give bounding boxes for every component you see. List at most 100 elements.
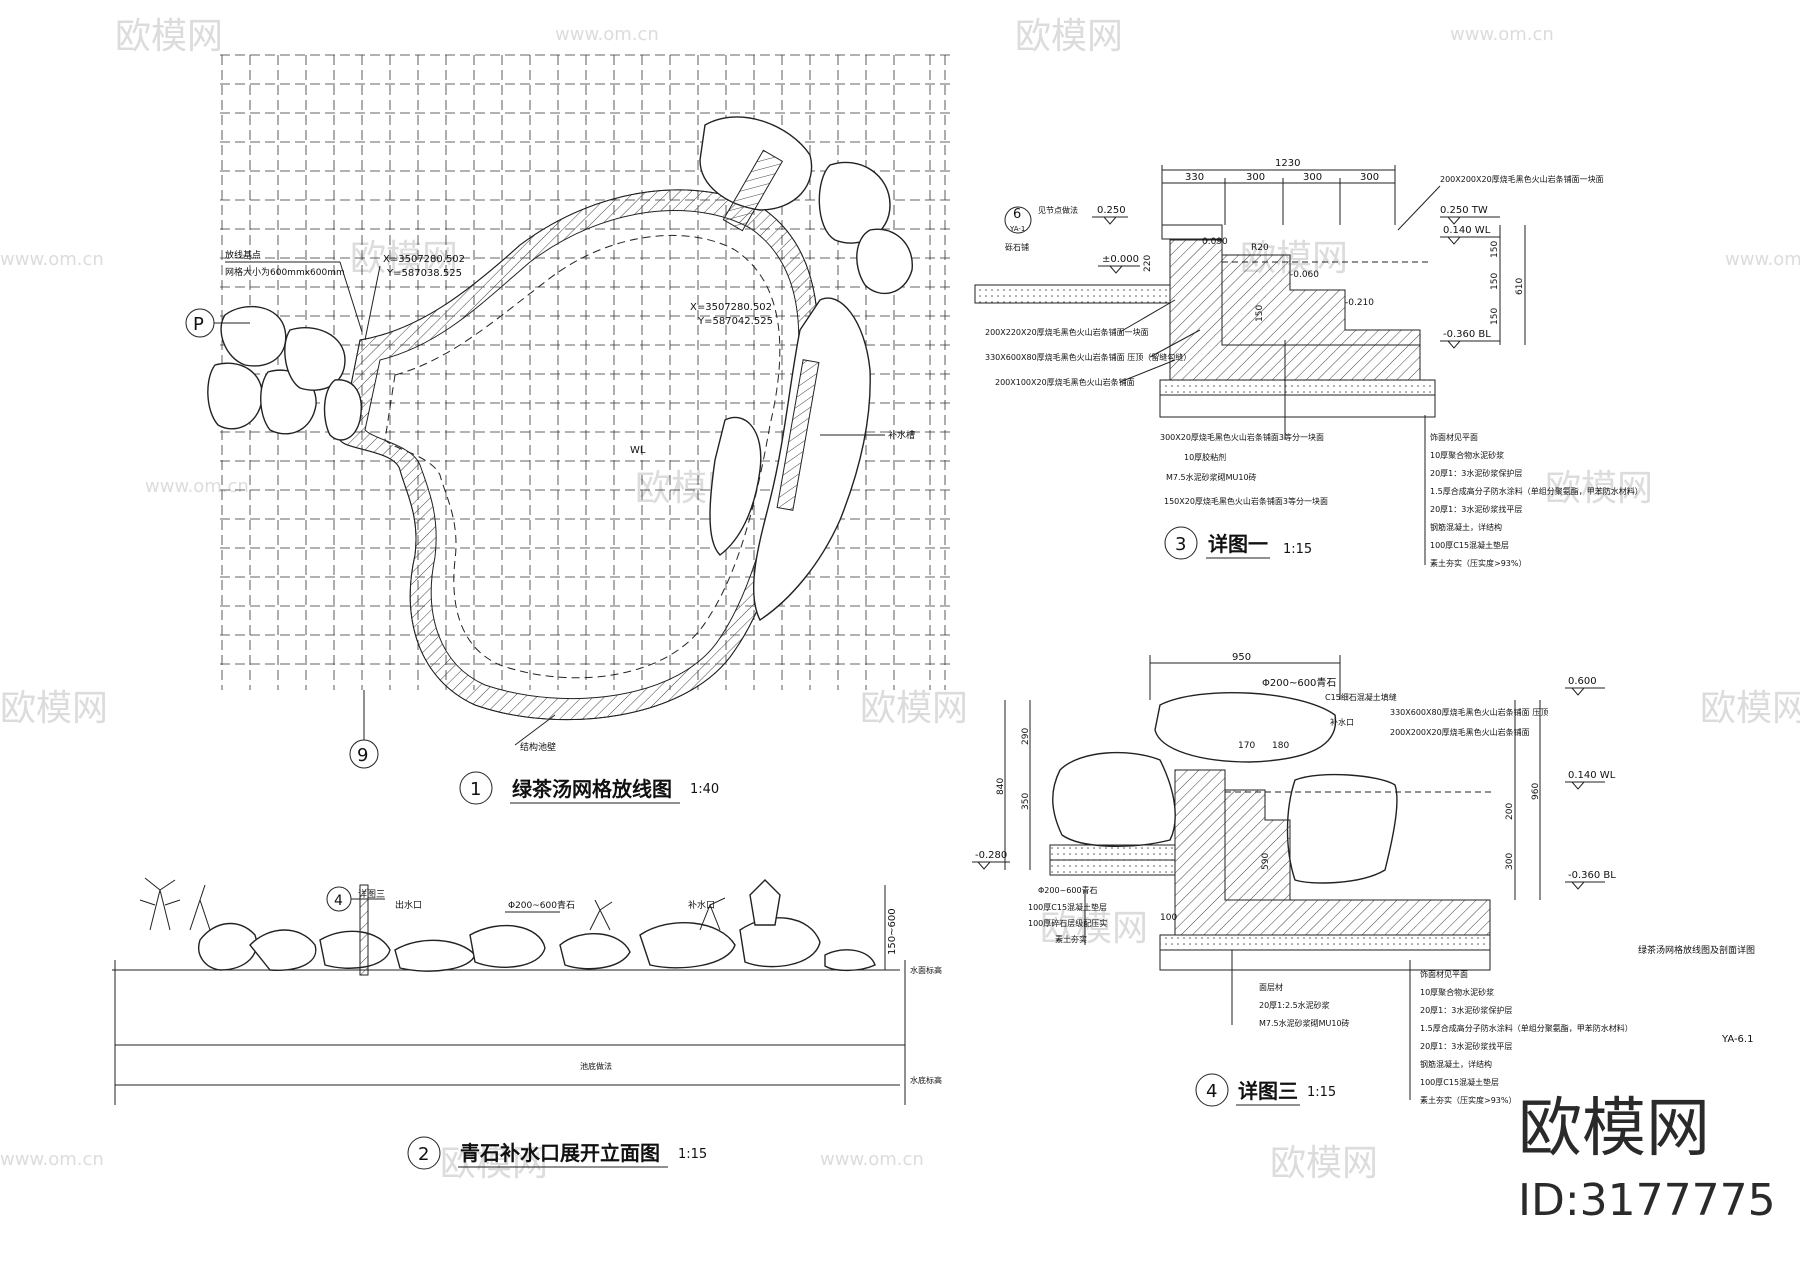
watermark-brand: 欧模网 [440, 1143, 548, 1184]
d3-elev-left: -0.280 [975, 850, 1007, 861]
view3-title: 详图一 [1208, 532, 1268, 556]
d3-elev-wl: 0.140 WL [1568, 770, 1616, 781]
elev-outlet: 出水口 [395, 899, 422, 911]
watermark-brand: 欧模网 [860, 688, 968, 729]
watermark-brand: 欧模网 [350, 238, 458, 279]
d3-label-left: 100厚C15混凝土垫层 [1028, 902, 1107, 912]
d3-label-left: 素土夯实 [1055, 934, 1087, 944]
d1-label-paving: 砾石铺 [1005, 242, 1029, 252]
view3-number: 3 [1175, 534, 1186, 555]
d1-label-h: 150X20厚烧毛黑色火山岩条铺面3等分一块面 [1164, 496, 1328, 506]
d1-dim-150: 150 [1255, 305, 1265, 322]
view4-scale: 1:15 [1307, 1085, 1336, 1100]
d1-dim-c: 300 [1303, 172, 1322, 183]
d3-label-c15: C15细石混凝土填缝 [1325, 692, 1397, 702]
watermark-url: www.om.cn [0, 249, 104, 270]
axis-p-label: P [193, 314, 204, 335]
d3-dim-top: 950 [1232, 652, 1251, 663]
d1-dim-r1: 150 [1490, 241, 1500, 258]
watermark-brand: 欧模网 [1040, 908, 1148, 949]
d1-label-d: 200X100X20厚烧毛黑色火山岩条铺面 [995, 377, 1135, 387]
coord1-y: Y=587038.525 [386, 268, 462, 279]
stamp-id: ID:3177775 [1518, 1175, 1776, 1226]
elev-callout-label: 详图三 [358, 888, 385, 900]
view1-number: 1 [470, 779, 481, 800]
note-grid: 网格大小为600mmx600mm [225, 266, 345, 278]
plan-view: P 9 X=3507280.502 Y=587038.525 X=3507280… [185, 54, 950, 805]
d3-dim-r2: 300 [1505, 853, 1515, 870]
elev-dim: 150~600 [887, 908, 898, 955]
note-inlet: 补水槽 [888, 429, 915, 441]
plan-stones [207, 116, 913, 622]
view3-scale: 1:15 [1283, 542, 1312, 557]
d3-label-mid: M7.5水泥砂浆砌MU10砖 [1259, 1018, 1350, 1028]
elev-inlet: 补水口 [688, 899, 715, 911]
d1-elev-ground: ±0.000 [1102, 254, 1139, 265]
d1-layer: 素土夯实（压实度>93%） [1430, 558, 1526, 568]
d3-elev-top: 0.600 [1568, 676, 1597, 687]
watermark-url: www.om.cn [1725, 249, 1800, 270]
d1-dim-a: 330 [1185, 172, 1204, 183]
d3-layer: 1.5厚合成高分子防水涂料（单组分聚氨酯，甲苯防水材料） [1420, 1023, 1633, 1033]
d1-dim-total: 1230 [1275, 158, 1300, 169]
note-origin: 放线基点 [225, 249, 261, 261]
d3-dim-m2: 180 [1272, 741, 1289, 751]
d3-dim-960: 960 [1531, 783, 1541, 800]
sheet-number: YA-6.1 [1721, 1034, 1753, 1045]
d3-label-cap: 330X600X80厚烧毛黑色火山岩条铺面 压顶 [1390, 707, 1548, 717]
d3-label-face: 200X200X20厚烧毛黑色火山岩条铺面 [1390, 727, 1530, 737]
d1-steps [1221, 254, 1421, 346]
d3-label-pipe: 补水口 [1330, 717, 1354, 727]
d1-layer: 1.5厚合成高分子防水涂料（单组分聚氨酯，甲苯防水材料） [1430, 486, 1643, 496]
d3-layer: 饰面材见平面 [1420, 969, 1468, 979]
d1-label-b: 200X220X20厚烧毛黑色火山岩条铺面一块面 [985, 327, 1149, 337]
plan-wl: WL [630, 445, 646, 456]
d1-dim-r2: 150 [1490, 273, 1500, 290]
d3-layer: 10厚聚合物水泥砂浆 [1420, 987, 1494, 997]
watermark-url: www.om.cn [0, 1149, 104, 1170]
watermark-url: www.om.cn [145, 476, 249, 497]
d1-dim-r3: 150 [1490, 308, 1500, 325]
view1-scale: 1:40 [690, 782, 719, 797]
coord2-x: X=3507280.502 [690, 302, 772, 313]
d1-label-g: M7.5水泥砂浆砌MU10砖 [1166, 472, 1257, 482]
note-wall: 结构池壁 [520, 741, 556, 753]
d1-layer: 饰面材见平面 [1430, 432, 1478, 442]
d3-dim-840: 840 [996, 778, 1006, 795]
d1-label-c: 330X600X80厚烧毛黑色火山岩条铺面 压顶（留缝勾缝） [985, 352, 1191, 362]
d1-elev-210: -0.210 [1345, 298, 1374, 308]
d1-elev-tw: 0.250 TW [1440, 205, 1488, 216]
detail3-view: 950 Φ200~600青石 C15细石混凝土填缝 330X600X80厚烧毛黑… [972, 652, 1633, 1107]
elev-callout-num: 4 [334, 893, 343, 909]
d1-layer: 100厚C15混凝土垫层 [1430, 540, 1509, 550]
watermark-layer: 欧模网 www.om.cn 欧模网 www.om.cn www.om.cn 欧模… [0, 16, 1800, 1184]
stamp-brand: 欧模网 [1518, 1092, 1710, 1166]
d1-layer: 20厚1：3水泥砂浆保护层 [1430, 468, 1522, 478]
d1-layer: 20厚1：3水泥砂浆找平层 [1430, 504, 1522, 514]
d3-label-left: 100厚碎石层级配压实 [1028, 918, 1107, 928]
view1-title: 绿茶汤网格放线图 [512, 777, 672, 801]
d3-layers: 饰面材见平面 10厚聚合物水泥砂浆 20厚1：3水泥砂浆保护层 1.5厚合成高分… [1409, 960, 1633, 1105]
watermark-url: www.om.cn [820, 1149, 924, 1170]
d1-layers: 饰面材见平面 10厚聚合物水泥砂浆 20厚1：3水泥砂浆保护层 1.5厚合成高分… [1424, 415, 1643, 568]
d1-elev-090: 0.090 [1202, 237, 1228, 247]
coord1-x: X=3507280.502 [383, 254, 465, 265]
watermark-url: www.om.cn [555, 24, 659, 45]
elevation-stones [198, 879, 876, 972]
axis-9-label: 9 [357, 745, 368, 766]
elev-base-label: 池底做法 [580, 1061, 612, 1071]
d1-elev-bl: -0.360 BL [1443, 329, 1491, 340]
d3-dim-m1: 170 [1238, 741, 1255, 751]
watermark-brand: 欧模网 [115, 16, 223, 57]
d1-callout-sub: YA-1 [1009, 225, 1025, 233]
d3-label-mid: 面层材 [1259, 982, 1283, 992]
d3-layer: 钢筋混凝土，详结构 [1420, 1059, 1492, 1069]
d3-dim-l2: 350 [1021, 793, 1031, 810]
d1-layer: 钢筋混凝土，详结构 [1430, 522, 1502, 532]
view2-number: 2 [418, 1144, 429, 1165]
d3-layer: 100厚C15混凝土垫层 [1420, 1077, 1499, 1087]
d3-dim-100: 100 [1160, 913, 1177, 923]
elev-stone: Φ200~600青石 [508, 899, 575, 911]
watermark-brand: 欧模网 [1270, 1143, 1378, 1184]
